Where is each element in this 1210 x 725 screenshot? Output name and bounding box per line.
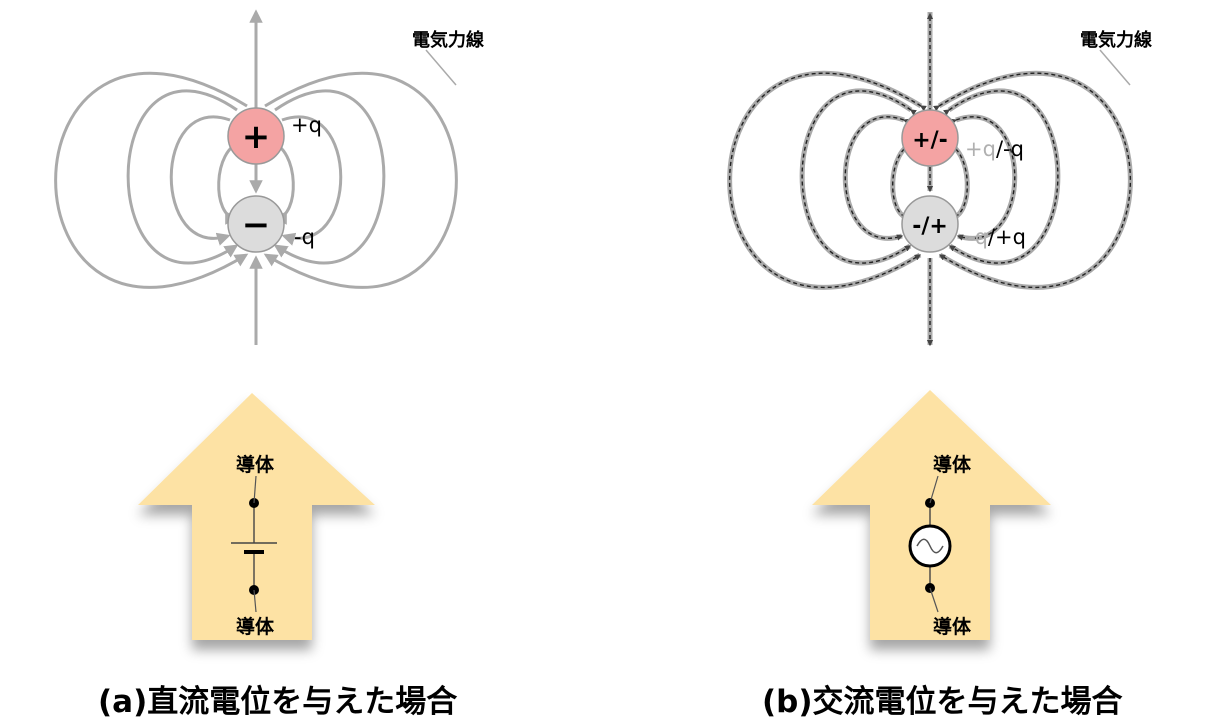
top-charge-label-faded-b: +q: [965, 137, 996, 161]
top-charge-label-b: +q/-q: [965, 137, 1024, 161]
bottom-charge-label-faded-b: -q: [967, 225, 988, 249]
positive-charge-label-a: +q: [291, 113, 322, 137]
field-line-leader-b: [1099, 49, 1131, 86]
field-lines-a: [54, 9, 458, 345]
field-line-label-b: 電気力線: [1080, 29, 1152, 51]
dc-battery-icon: [231, 503, 277, 590]
field-line-label-a: 電気力線: [412, 29, 484, 51]
negative-charge-symbol-a: −: [242, 205, 271, 245]
bottom-charge-symbol-b: -/+: [912, 214, 948, 239]
caption-a: (a)直流電位を与えた場合: [98, 684, 458, 720]
negative-charge-label-a: -q: [294, 225, 315, 249]
arrow-shape-b: [812, 390, 1051, 640]
caption-b: (b)交流電位を与えた場合: [762, 684, 1123, 720]
positive-charge-a: [227, 107, 285, 165]
conductor-bottom-label-a: 導体: [236, 615, 275, 638]
field-line-leader-a: [425, 49, 457, 86]
conductor-top-label-a: 導体: [236, 453, 275, 476]
conductor-top-label-b: 導体: [933, 453, 972, 476]
conductor-top-leader-b: [929, 475, 939, 504]
panel-a: + − +q -q 電気力線 導体 導体: [54, 9, 484, 640]
panel-b: +/- -/+ +q/-q -q/+q 電気力線 導体 導体: [727, 12, 1152, 640]
alternating-charge-bottom-b: [901, 195, 959, 253]
conductor-top-leader-a: [253, 475, 257, 504]
conductor-bottom-leader-b: [929, 587, 939, 613]
ac-source-icon: [908, 503, 952, 588]
conductor-bottom-label-b: 導体: [933, 615, 972, 638]
arrow-shape-a: [138, 393, 375, 640]
positive-charge-symbol-a: +: [242, 117, 271, 157]
top-charge-symbol-b: +/-: [912, 128, 948, 153]
top-charge-label-main-b: /-q: [996, 137, 1024, 161]
bottom-charge-label-b: -q/+q: [967, 225, 1026, 249]
field-lines-b: [727, 12, 1133, 347]
alternating-charge-top-b: [901, 109, 959, 167]
bottom-charge-label-main-b: /+q: [988, 225, 1026, 249]
conductor-bottom-leader-a: [253, 589, 257, 613]
negative-charge-a: [227, 195, 285, 253]
